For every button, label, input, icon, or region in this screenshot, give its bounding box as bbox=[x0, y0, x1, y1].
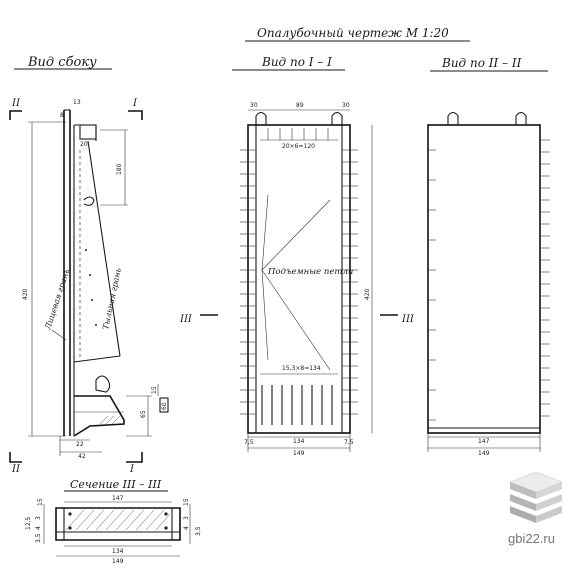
section-mark-two-bottom: II bbox=[11, 464, 21, 475]
section-mark-one-top: I bbox=[132, 98, 138, 109]
section-bottom-total: 149 bbox=[112, 558, 124, 565]
front-dim-top-right: 30 bbox=[342, 102, 350, 109]
section-right-3: 4 bbox=[183, 526, 190, 530]
lift-loops-label: Подъемные петли bbox=[267, 267, 353, 277]
section-top-dim: 147 bbox=[112, 495, 124, 502]
side-view: II I II I 420 8 20 13 bbox=[9, 98, 169, 475]
side-dim-15: 15 bbox=[151, 386, 158, 394]
stacked-slabs-icon bbox=[509, 471, 563, 523]
front-dim-top-left: 30 bbox=[250, 102, 258, 109]
section-left-4: 3,5 bbox=[35, 533, 42, 543]
back-total-dim: 149 bbox=[478, 450, 490, 457]
section-mark-three-left: III bbox=[179, 314, 193, 325]
front-view: 30 89 30 20×6=120 bbox=[240, 102, 373, 457]
front-view-title: Вид по I – I bbox=[261, 55, 332, 69]
section-right-4: 3,5 bbox=[195, 526, 202, 536]
rear-face-label: Тыльная грань bbox=[101, 267, 123, 330]
side-height-dim: 420 bbox=[22, 288, 29, 300]
front-height-dim: 420 bbox=[364, 288, 371, 300]
side-dim-42: 42 bbox=[78, 453, 86, 460]
front-edge-left: 7,5 bbox=[244, 439, 254, 446]
front-total-dim: 149 bbox=[293, 450, 305, 457]
front-spacing-bottom: 15,3×8=134 bbox=[282, 365, 321, 372]
side-dim-20: 20 bbox=[80, 141, 88, 148]
side-dim-60: 60 bbox=[161, 402, 168, 410]
back-view: 147 149 bbox=[427, 111, 550, 457]
section-left-2: 3 bbox=[35, 516, 42, 520]
side-dim-13: 13 bbox=[73, 99, 81, 106]
back-inner-dim: 147 bbox=[478, 438, 490, 445]
front-edge-right: 7,5 bbox=[344, 439, 354, 446]
side-dim-8: 8 bbox=[60, 112, 64, 119]
side-dim-65: 65 bbox=[140, 410, 147, 418]
section-right-2: 3 bbox=[183, 516, 190, 520]
section-left-5: 15 bbox=[37, 498, 44, 506]
side-view-title: Вид сбоку bbox=[27, 55, 97, 70]
side-dim-22: 22 bbox=[76, 441, 84, 448]
drawing-title: Опалубочный чертеж М 1:20 bbox=[257, 26, 449, 40]
section-bottom-inner: 134 bbox=[112, 548, 124, 555]
side-dim-180: 180 bbox=[116, 163, 123, 175]
section-mark-one-bottom: I bbox=[129, 464, 135, 475]
front-face-label: Лицевая грань bbox=[43, 268, 71, 332]
front-dim-top-mid: 89 bbox=[296, 102, 304, 109]
section-view-title: Сечение III – III bbox=[70, 478, 162, 491]
watermark-site: gbi22.ru bbox=[508, 531, 555, 546]
section-right-1: 15 bbox=[183, 498, 190, 506]
section-left-3: 4 bbox=[35, 526, 42, 530]
section-mark-three-right: III bbox=[401, 314, 415, 325]
front-spacing-top: 20×6=120 bbox=[282, 143, 315, 150]
back-view-title: Вид по II – II bbox=[441, 56, 522, 70]
section-view: Сечение III – III 147 15 12,5 3 4 3,5 15 bbox=[25, 478, 202, 565]
section-mark-two-top: II bbox=[11, 98, 21, 109]
section-left-1: 12,5 bbox=[25, 516, 32, 530]
front-inner-dim: 134 bbox=[293, 438, 305, 445]
